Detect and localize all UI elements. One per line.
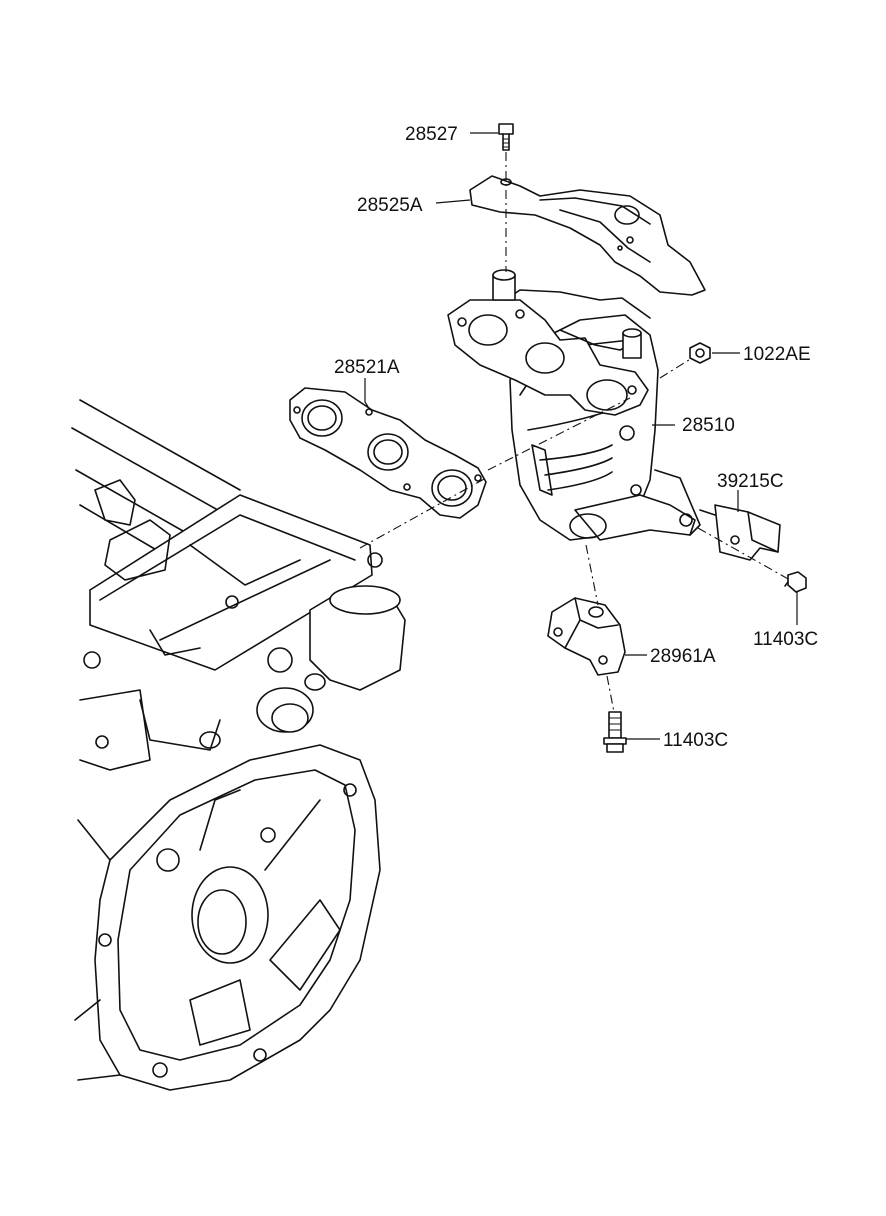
label-28525A: 28525A bbox=[357, 195, 423, 216]
label-39215C: 39215C bbox=[717, 471, 784, 492]
bolt-11403C-lower bbox=[603, 711, 627, 753]
heat-shield-28525A bbox=[469, 175, 706, 296]
bracket-39215C bbox=[699, 504, 781, 561]
bolt-28527 bbox=[498, 123, 514, 151]
support-bracket-28961A bbox=[547, 597, 626, 676]
bolt-11403C-upper bbox=[784, 571, 807, 593]
label-28961A: 28961A bbox=[650, 646, 716, 667]
label-28521A: 28521A bbox=[334, 357, 400, 378]
part-labels: 28527 28525A 28521A 1022AE 28510 39215C … bbox=[334, 124, 818, 751]
label-28510: 28510 bbox=[682, 415, 735, 436]
nut-1022AE bbox=[689, 342, 711, 364]
engine-block bbox=[71, 399, 406, 1091]
assembly-center-lines bbox=[359, 152, 791, 713]
leader-lines bbox=[364, 132, 798, 740]
exhaust-manifold-28510 bbox=[447, 269, 701, 541]
label-11403C-upper: 11403C bbox=[753, 629, 818, 650]
label-1022AE: 1022AE bbox=[743, 344, 811, 365]
label-11403C-lower: 11403C bbox=[663, 730, 728, 751]
label-28527: 28527 bbox=[405, 124, 458, 145]
gasket-28521A bbox=[289, 387, 487, 519]
